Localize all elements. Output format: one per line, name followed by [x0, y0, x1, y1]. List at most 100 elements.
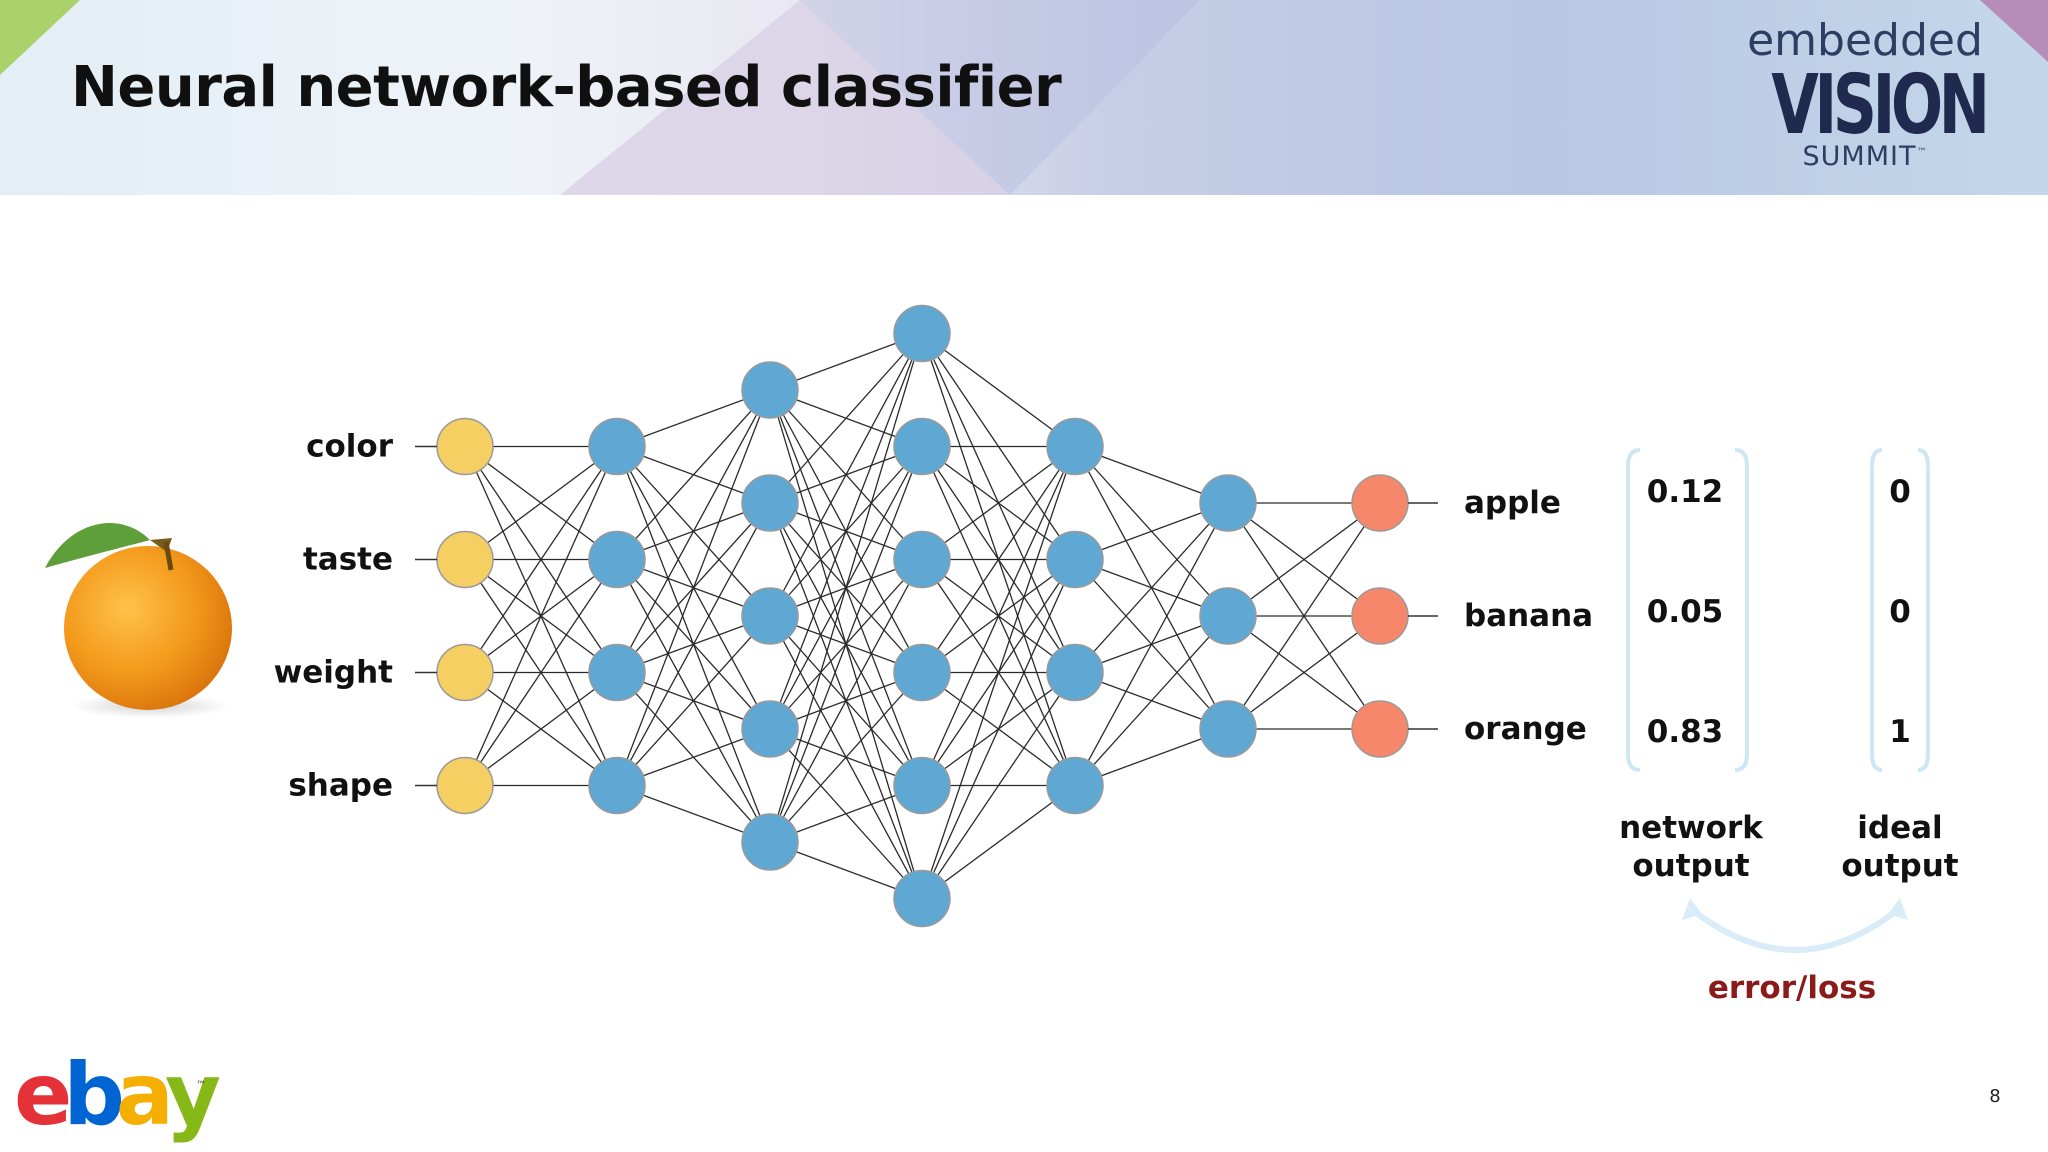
input-label-color: color — [306, 429, 394, 465]
connection-l0-3-2 — [464, 671, 618, 787]
output-node-l6-2 — [1351, 700, 1409, 758]
ideal-output-caption-line2: output — [1841, 848, 1958, 884]
network-nodes — [436, 304, 1409, 928]
connection-l5-1-0 — [1227, 502, 1381, 617]
network-output-caption-line2: output — [1632, 848, 1749, 884]
network-output-banana: 0.05 — [1647, 594, 1724, 630]
connection-l3-5-0 — [921, 446, 1076, 899]
page-number: 8 — [1989, 1086, 2001, 1107]
connection-l0-3-0 — [464, 446, 618, 786]
ideal-output-caption-line1: ideal — [1857, 810, 1942, 846]
output-node-l6-1 — [1351, 587, 1409, 645]
connection-l0-3-1 — [464, 559, 618, 786]
hidden-node-l3-5 — [893, 869, 951, 928]
hidden-node-l5-1 — [1199, 587, 1257, 645]
hidden-node-l4-1 — [1046, 530, 1104, 589]
output-label-apple: apple — [1464, 485, 1561, 521]
header-decoration — [0, 0, 2048, 195]
orange-fruit-image — [45, 523, 232, 718]
connection-l1-3-1 — [616, 502, 771, 786]
error-arrowhead-left — [1682, 898, 1702, 920]
connection-l1-3-2 — [616, 615, 771, 786]
output-label-banana: banana — [1464, 598, 1593, 634]
connection-l4-3-1 — [1074, 615, 1229, 786]
hidden-node-l4-2 — [1046, 643, 1104, 702]
network-output-left-bracket — [1626, 448, 1641, 772]
hidden-node-l2-3 — [741, 700, 799, 758]
hidden-node-l3-3 — [893, 643, 951, 702]
connection-l2-3-0 — [769, 333, 923, 730]
network-output-vector: 0.12 0.05 0.83 — [1626, 448, 1749, 772]
connection-l3-2-0 — [921, 445, 1076, 561]
logo-embedded-text: embedded — [1747, 15, 1983, 66]
connection-l2-2-0 — [769, 333, 923, 617]
hidden-node-l2-2 — [741, 587, 799, 645]
error-loss-arrow — [1682, 898, 1908, 953]
logo-summit-text: SUMMIT™ — [1740, 141, 1990, 172]
connection-l2-4-0 — [769, 333, 923, 843]
network-output-right-bracket — [1734, 448, 1749, 772]
connection-l3-5-1 — [921, 559, 1076, 899]
network-output-apple: 0.12 — [1647, 474, 1724, 510]
ebay-letter-e: e — [14, 1045, 72, 1145]
logo-vision-text: VISION — [1771, 58, 1990, 153]
connection-l3-4-0 — [921, 446, 1076, 786]
hidden-node-l3-4 — [893, 756, 951, 815]
ideal-output-right-bracket — [1917, 448, 1930, 772]
input-label-weight: weight — [274, 655, 394, 691]
hidden-node-l5-2 — [1199, 700, 1257, 758]
logo-summit-word: SUMMIT — [1802, 141, 1917, 172]
ebay-letter-a: a — [115, 1045, 174, 1145]
hidden-node-l3-0 — [893, 304, 951, 363]
output-node-l6-0 — [1351, 474, 1409, 532]
error-loss-label: error/loss — [1708, 970, 1876, 1006]
hidden-node-l3-2 — [893, 530, 951, 589]
connection-l0-1-0 — [464, 445, 618, 561]
hidden-node-l2-0 — [741, 361, 799, 419]
connection-l1-3-0 — [616, 389, 771, 786]
ideal-output-vector: 0 0 1 — [1870, 448, 1930, 772]
logo-summit-tm: ™ — [1916, 147, 1928, 158]
input-node-l0-2 — [436, 643, 494, 702]
hidden-node-l4-0 — [1046, 417, 1104, 476]
ebay-letter-y: y — [164, 1045, 221, 1145]
header-band: Neural network-based classifier embedded… — [0, 0, 2048, 195]
connection-l4-2-0 — [1074, 502, 1229, 673]
hidden-node-l2-1 — [741, 474, 799, 532]
ideal-output-orange: 1 — [1889, 714, 1911, 750]
network-output-orange: 0.83 — [1647, 714, 1724, 750]
hidden-node-l4-3 — [1046, 756, 1104, 815]
input-label-shape: shape — [288, 768, 393, 804]
connection-l3-0-0 — [921, 332, 1076, 448]
input-node-l0-0 — [436, 417, 494, 476]
page-title: Neural network-based classifier — [71, 55, 1062, 120]
ideal-output-banana: 0 — [1889, 594, 1911, 630]
connection-l2-1-0 — [769, 333, 923, 504]
connection-l5-2-1 — [1227, 615, 1381, 730]
error-arrowhead-right — [1888, 898, 1908, 920]
ebay-logo: ebay — [14, 1045, 221, 1145]
ideal-output-apple: 0 — [1889, 474, 1911, 510]
network-output-caption-line1: network — [1619, 810, 1764, 846]
connection-l1-1-0 — [616, 389, 771, 560]
hidden-node-l3-1 — [893, 417, 951, 476]
hidden-node-l1-3 — [588, 756, 646, 815]
connection-l3-3-0 — [921, 446, 1076, 673]
connection-l0-2-0 — [464, 446, 618, 673]
connection-l3-5-2 — [921, 672, 1076, 899]
hidden-node-l1-0 — [588, 417, 646, 476]
hidden-node-l1-1 — [588, 530, 646, 589]
connection-l4-3-0 — [1074, 502, 1229, 786]
output-label-orange: orange — [1464, 711, 1587, 747]
connection-l1-2-0 — [616, 389, 771, 673]
input-node-l0-3 — [436, 756, 494, 815]
connection-l2-4-2 — [769, 559, 923, 843]
embedded-vision-summit-logo: embedded VISION SUMMIT™ — [1740, 15, 1990, 180]
output-labels: apple banana orange — [1408, 485, 1593, 747]
connection-l2-4-3 — [769, 672, 923, 843]
ideal-output-left-bracket — [1870, 448, 1883, 772]
hidden-node-l2-4 — [741, 813, 799, 871]
connection-l3-5-3 — [921, 784, 1076, 900]
